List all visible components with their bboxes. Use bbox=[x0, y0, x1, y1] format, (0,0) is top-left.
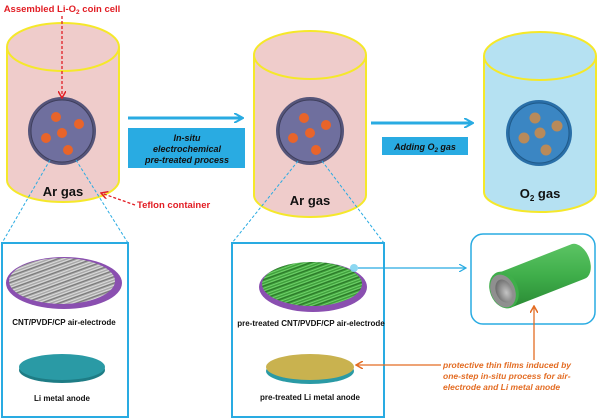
catalyst-dot bbox=[41, 133, 51, 143]
tube-inset bbox=[470, 233, 596, 325]
teflon-annotation: Teflon container bbox=[137, 200, 210, 211]
catalyst-dot bbox=[299, 113, 309, 123]
pretreated-electrode-illustration bbox=[259, 262, 367, 312]
cylinder-top bbox=[6, 22, 120, 72]
catalyst-dot bbox=[529, 112, 541, 124]
gas-label: O2 gas bbox=[520, 186, 561, 203]
step-box-1: In-situ electrochemical pre-treated proc… bbox=[128, 128, 245, 168]
protective-film-note: protective thin films induced by one-ste… bbox=[442, 360, 572, 392]
catalyst-dot bbox=[51, 112, 61, 122]
step-1-line-1: In-situ bbox=[174, 133, 201, 143]
li-anode-illustration bbox=[19, 354, 105, 383]
teflon-pointer-arrow bbox=[101, 193, 136, 206]
highlight-spot bbox=[350, 264, 358, 272]
coated-fiber-illustration bbox=[489, 243, 591, 309]
electrode-label: pre-treated CNT/PVDF/CP air-electrode bbox=[237, 319, 385, 328]
catalyst-dot bbox=[518, 132, 530, 144]
coin-cell-annotation: Assembled Li-O2 coin cell bbox=[4, 4, 121, 16]
electrode-label: CNT/PVDF/CP air-electrode bbox=[12, 318, 116, 327]
step-2-label: Adding O2 gas bbox=[393, 142, 456, 154]
gas-label: Ar gas bbox=[290, 193, 330, 208]
note-line-1: protective thin films induced by bbox=[442, 360, 572, 370]
gas-label: Ar gas bbox=[43, 184, 83, 199]
catalyst-dot bbox=[321, 120, 331, 130]
zoom-guides bbox=[1, 159, 385, 244]
container-ar-2: Ar gas bbox=[253, 30, 367, 218]
catalyst-dot bbox=[540, 144, 552, 156]
cylinder-top bbox=[483, 31, 597, 81]
cylinder-top bbox=[253, 30, 367, 80]
panel-pretreated: pre-treated CNT/PVDF/CP air-electrode pr… bbox=[231, 242, 385, 418]
step-1-line-2: electrochemical bbox=[153, 144, 222, 154]
note-line-3: electrode and Li metal anode bbox=[443, 382, 560, 392]
catalyst-dot bbox=[311, 145, 321, 155]
coin-cell bbox=[28, 97, 96, 165]
pretreated-anode-illustration bbox=[266, 354, 354, 384]
coin-cell bbox=[276, 97, 344, 165]
air-electrode-illustration bbox=[6, 257, 122, 309]
catalyst-dot bbox=[74, 119, 84, 129]
catalyst-dot bbox=[57, 128, 67, 138]
catalyst-dot bbox=[63, 145, 73, 155]
panel-original: CNT/PVDF/CP air-electrode Li metal anode bbox=[1, 242, 129, 418]
catalyst-dot bbox=[288, 133, 298, 143]
step-1-line-3: pre-treated process bbox=[144, 155, 229, 165]
catalyst-dot bbox=[551, 120, 563, 132]
container-o2: O2 gas bbox=[483, 31, 597, 213]
catalyst-dot bbox=[534, 127, 546, 139]
note-line-2: one-step in-situ process for air- bbox=[443, 371, 571, 381]
anode-label: Li metal anode bbox=[34, 394, 91, 403]
catalyst-dot bbox=[305, 128, 315, 138]
container-ar-1: Ar gas bbox=[6, 22, 120, 203]
step-box-2: Adding O2 gas bbox=[382, 137, 468, 155]
coin-cell bbox=[506, 100, 572, 166]
anode-label: pre-treated Li metal anode bbox=[260, 393, 361, 402]
